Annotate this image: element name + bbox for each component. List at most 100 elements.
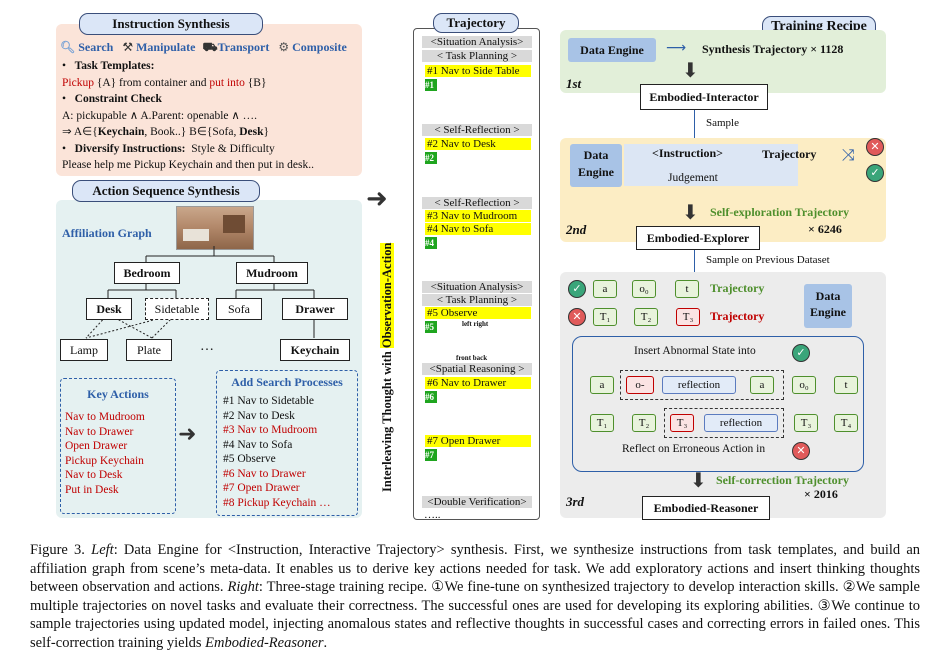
- s3-model: Embodied-Reasoner: [642, 496, 770, 520]
- search-step: #4 Nav to Sofa: [223, 438, 293, 451]
- vertical-label-a: Interleaving Thought with: [380, 348, 394, 492]
- s3-row4-node: T₁: [590, 414, 614, 432]
- node-drawer: Drawer: [282, 298, 348, 320]
- traj-reflection-2: < Self-Reflection >: [422, 197, 532, 209]
- node-mudroom: Mudroom: [236, 262, 308, 284]
- s3-label: 3rd: [566, 494, 585, 509]
- node-sidetable: Sidetable: [145, 298, 209, 320]
- traj-dots: …..: [424, 509, 441, 521]
- s3-row4-dashbox: [664, 408, 784, 438]
- key-action: Open Drawer: [65, 440, 128, 452]
- s3-row4-node: T₃: [794, 414, 818, 432]
- down-arrow-icon: ⬇: [682, 200, 699, 224]
- traj-step-1: #1 Nav to Side Table: [425, 65, 531, 77]
- key-action: Nav to Desk: [65, 469, 123, 481]
- affiliation-graph-label: Affiliation Graph: [62, 226, 152, 240]
- caption-lead: Figure 3.: [30, 542, 92, 558]
- template-putinto: put into: [209, 76, 245, 89]
- template-mid: {A} from container and: [93, 76, 210, 89]
- diversify-row: • Diversify Instructions: Style & Diffic…: [62, 142, 275, 155]
- constraint-line1: A: pickupable ∧ A.Parent: openable ∧ ….: [62, 109, 258, 122]
- traj-step-2: #2 Nav to Desk: [425, 138, 531, 150]
- s3-row2-label: Trajectory: [710, 309, 765, 323]
- constraint-line2: ⇒ A∈{Keychain, Book..} B∈{Sofa, Desk}: [62, 126, 270, 138]
- traj-img-label-7: #7: [425, 449, 437, 461]
- s3-row3-node: o₀: [792, 376, 816, 394]
- example-instruction: Please help me Pickup Keychain and then …: [62, 159, 314, 171]
- stage1-synthesis: Synthesis Trajectory × 1128: [702, 42, 844, 56]
- search-step: #7 Open Drawer: [223, 482, 300, 494]
- fail-icon: ✕: [866, 138, 884, 156]
- traj-img-label-6: #6: [425, 391, 437, 403]
- s3-row3-node: a: [750, 376, 774, 394]
- traj-situation-1: <Situation Analysis>: [422, 36, 532, 48]
- vertical-label-b: Observation-Action: [380, 242, 394, 349]
- instruction-synthesis-body: • Task Templates: Pickup {A} from contai…: [62, 58, 358, 174]
- traj-planning-2: < Task Planning >: [422, 294, 532, 306]
- traj-reflection-1: < Self-Reflection >: [422, 124, 532, 136]
- search-step: #2 Nav to Desk: [223, 409, 295, 422]
- action-sequence-title: Action Sequence Synthesis: [72, 180, 260, 202]
- search-processes-box: Add Search Processes #1 Nav to Sidetable…: [216, 370, 358, 516]
- s3-reflect-label: Reflect on Erroneous Action in: [622, 443, 766, 455]
- s3-row2-node: T₁: [593, 308, 617, 326]
- constraint-label: Constraint Check: [74, 93, 162, 105]
- action-transport: Transport: [217, 40, 270, 54]
- template-end: {B}: [244, 76, 267, 89]
- s3-loop-box: [572, 336, 864, 472]
- success-icon: ✓: [568, 280, 586, 298]
- s3-row3-node: t: [834, 376, 858, 394]
- manipulate-icon: ⚒: [122, 40, 134, 54]
- task-templates-label: Task Templates:: [74, 60, 155, 72]
- caption-model: Embodied-Reasoner: [205, 634, 324, 651]
- s3-count: × 2016: [804, 487, 838, 501]
- node-desk: Desk: [86, 298, 132, 320]
- fail-icon: ✕: [792, 442, 810, 460]
- s3-row3-node: o-: [626, 376, 654, 394]
- down-arrow-icon: ⬇: [690, 468, 707, 492]
- action-composite: Composite: [292, 40, 347, 54]
- s3-row2-node: T₂: [634, 308, 658, 326]
- action-manipulate: Manipulate: [136, 40, 196, 54]
- fail-icon: ✕: [568, 308, 586, 326]
- search-step: #8 Pickup Keychain …: [223, 496, 331, 509]
- node-plate: Plate: [126, 339, 172, 361]
- arrow-right-icon: ⟶: [666, 40, 687, 56]
- search-icon: 🔍︎: [60, 40, 76, 54]
- stage2-inner: [624, 144, 798, 186]
- node-bedroom: Bedroom: [114, 262, 180, 284]
- template-line: Pickup {A} from container and put into {…: [62, 75, 358, 92]
- stage1-data-engine: Data Engine: [568, 38, 656, 62]
- s3-row1-label: Trajectory: [710, 281, 765, 295]
- search-processes-list: #1 Nav to Sidetable #2 Nav to Desk #3 Na…: [223, 394, 357, 510]
- s3-row1-node: o₀: [632, 280, 656, 298]
- traj-double-verification: <Double Verification>: [422, 496, 532, 508]
- search-processes-title: Add Search Processes: [231, 375, 343, 389]
- instruction-synthesis-title: Instruction Synthesis: [79, 13, 263, 35]
- search-step: #1 Nav to Sidetable: [223, 395, 315, 407]
- traj-left-right: left right: [462, 320, 489, 328]
- node-lamp: Lamp: [60, 339, 108, 361]
- traj-img-label-5: #5: [425, 321, 437, 333]
- traj-step-5: #5 Observe: [425, 307, 531, 319]
- traj-step-6: #6 Nav to Drawer: [425, 377, 531, 389]
- key-action: Nav to Drawer: [65, 425, 134, 438]
- template-pickup: Pickup: [62, 76, 94, 89]
- branch-arrow-icon: ⤨: [842, 145, 855, 164]
- key-actions-box: Key Actions Nav to Mudroom Nav to Drawer…: [60, 378, 176, 514]
- sample-prev-label: Sample on Previous Dataset: [706, 254, 830, 266]
- s3-row4-node: T₄: [834, 414, 858, 432]
- s3-row4-node: T₂: [632, 414, 656, 432]
- key-action: Pickup Keychain: [65, 454, 144, 467]
- figure-caption: Figure 3. Left: Data Engine for <Instruc…: [30, 541, 920, 652]
- caption-left: Left: [91, 542, 114, 558]
- s3-row3-dashbox: [620, 370, 784, 400]
- diversify-value: Style & Difficulty: [191, 142, 275, 155]
- task-templates-row: • Task Templates:: [62, 60, 155, 72]
- caption-p2: : Three-stage training recipe. ①We fine-…: [30, 579, 920, 651]
- key-action: Put in Desk: [65, 483, 119, 496]
- node-ellipsis: …: [200, 339, 214, 354]
- scene-thumbnail: [176, 206, 254, 250]
- search-step: #3 Nav to Mudroom: [223, 424, 318, 436]
- traj-img-label-4: #4: [425, 237, 437, 249]
